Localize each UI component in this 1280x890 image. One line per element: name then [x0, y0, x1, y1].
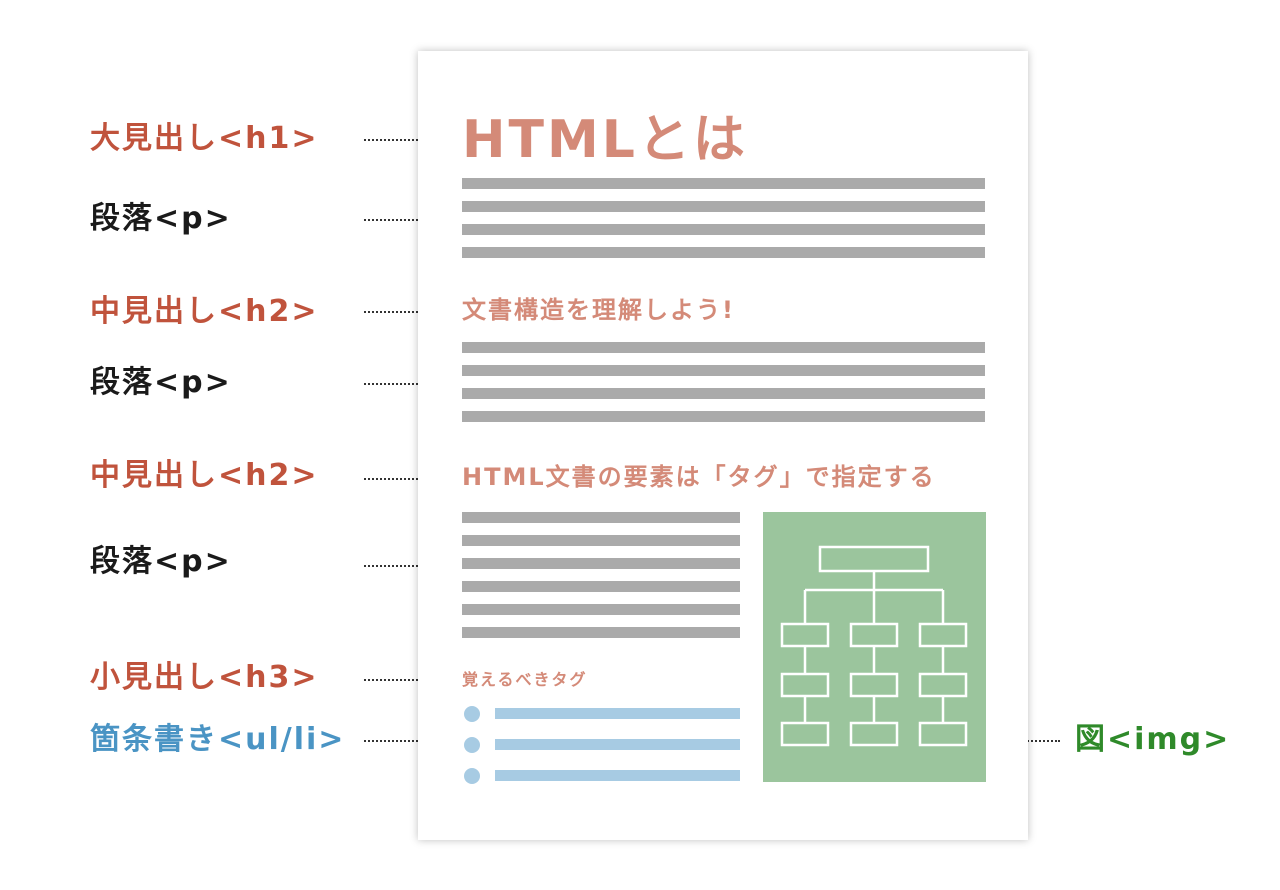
label-p1: 段落<p> — [90, 201, 232, 236]
doc-h1: HTMLとは — [462, 110, 748, 170]
label-h2b: 中見出し<h2> — [90, 458, 319, 493]
list-bullet — [464, 768, 480, 784]
tree-diagram-icon — [780, 545, 968, 747]
leader-h1 — [364, 139, 434, 141]
label-p2: 段落<p> — [90, 365, 232, 400]
paragraph-line — [462, 247, 985, 258]
paragraph-line — [462, 604, 740, 615]
leader-p3 — [364, 565, 434, 567]
paragraph-line — [462, 535, 740, 546]
leader-p1 — [364, 219, 434, 221]
leader-h2a — [364, 311, 434, 313]
paragraph-line — [462, 178, 985, 189]
leader-ul — [364, 740, 434, 742]
paragraph-line — [462, 581, 740, 592]
paragraph-line — [462, 388, 985, 399]
paragraph-line — [462, 224, 985, 235]
leader-p2 — [364, 383, 434, 385]
figure-image — [763, 512, 986, 782]
paragraph-line — [462, 627, 740, 638]
paragraph-line — [462, 512, 740, 523]
label-h1: 大見出し<h1> — [90, 121, 319, 156]
list-bullet — [464, 737, 480, 753]
leader-h3 — [364, 679, 434, 681]
list-bullet — [464, 706, 480, 722]
paragraph-line — [462, 411, 985, 422]
doc-h2b: HTML文書の要素は「タグ」で指定する — [462, 463, 936, 491]
list-item-line — [495, 739, 740, 750]
doc-h3: 覚えるべきタグ — [462, 670, 588, 689]
label-img: 図<img> — [1075, 722, 1231, 757]
list-item-line — [495, 770, 740, 781]
paragraph-line — [462, 342, 985, 353]
label-p3: 段落<p> — [90, 544, 232, 579]
doc-h2a: 文書構造を理解しよう! — [462, 296, 735, 324]
paragraph-line — [462, 558, 740, 569]
label-h3: 小見出し<h3> — [90, 660, 319, 695]
paragraph-line — [462, 365, 985, 376]
list-item-line — [495, 708, 740, 719]
label-h2a: 中見出し<h2> — [90, 294, 319, 329]
label-ul: 箇条書き<ul/li> — [90, 722, 346, 757]
leader-h2b — [364, 478, 434, 480]
paragraph-line — [462, 201, 985, 212]
leader-img — [1016, 740, 1060, 742]
